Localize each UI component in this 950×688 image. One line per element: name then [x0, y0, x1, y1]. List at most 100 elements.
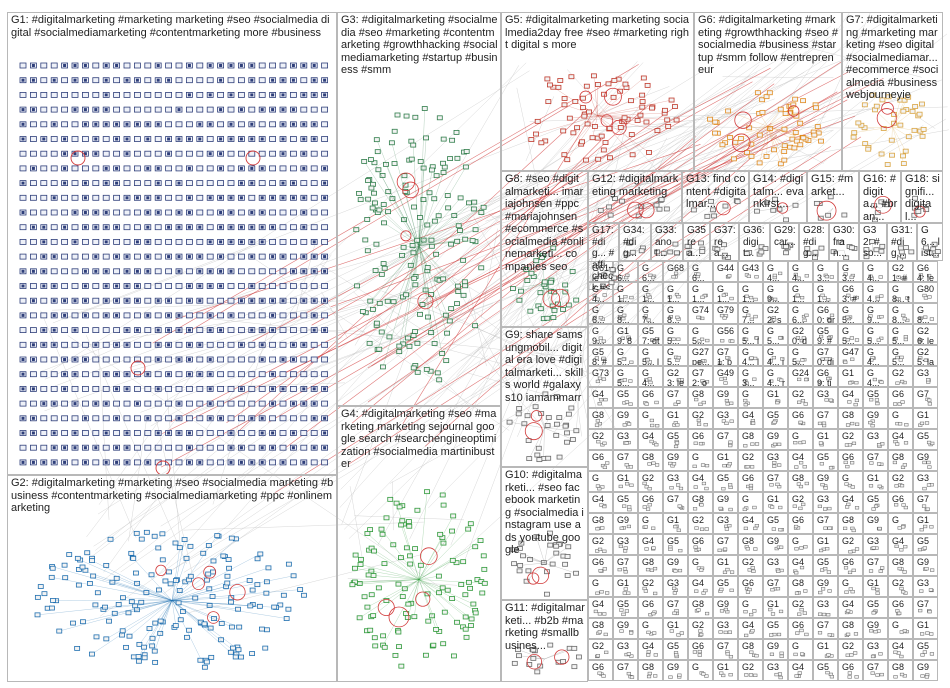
- node: [300, 77, 308, 84]
- node: [40, 150, 48, 157]
- node: [361, 594, 368, 600]
- node: [217, 385, 225, 392]
- node: [321, 136, 329, 142]
- node: [693, 441, 698, 445]
- node: [50, 62, 58, 69]
- node: [778, 528, 783, 532]
- node: [297, 587, 304, 592]
- node: [629, 152, 636, 158]
- group-panel-small: G8: [888, 450, 913, 471]
- group-label: G: [642, 410, 650, 420]
- node-avatar: [323, 78, 327, 82]
- node: [723, 630, 728, 635]
- node-avatar: [52, 255, 56, 259]
- group-panel-small: G5... un...: [888, 324, 913, 345]
- node: [61, 562, 68, 568]
- node: [698, 442, 704, 446]
- node-avatar: [115, 313, 119, 317]
- node: [818, 138, 824, 144]
- node: [82, 238, 89, 245]
- node-avatar: [187, 299, 191, 303]
- node: [134, 444, 141, 451]
- node: [723, 547, 728, 551]
- node: [717, 548, 722, 552]
- node: [279, 165, 287, 172]
- node-avatar: [125, 137, 129, 141]
- node: [828, 398, 833, 402]
- group-label: G5... se...: [692, 326, 705, 345]
- node-avatar: [125, 78, 129, 82]
- node: [290, 573, 297, 579]
- group-label: G57: gt: [642, 326, 660, 345]
- node: [50, 209, 58, 216]
- node: [248, 444, 256, 451]
- group-label: G8: [842, 515, 855, 525]
- node-avatar: [229, 122, 233, 126]
- group-panel-small: G6: [688, 429, 713, 450]
- node: [462, 283, 469, 289]
- node-avatar: [63, 313, 67, 317]
- group-panel-small: G9: [763, 429, 788, 450]
- group-label: G7: [667, 389, 680, 399]
- node: [321, 283, 329, 289]
- node: [225, 557, 232, 563]
- node: [374, 149, 381, 155]
- node: [92, 415, 100, 422]
- group-panel-small: G5... di...: [788, 345, 813, 366]
- group-label: G6: [642, 389, 655, 399]
- node: [175, 459, 183, 466]
- group-panel-small: G8: [588, 408, 613, 429]
- node: [619, 629, 624, 633]
- node: [310, 430, 318, 436]
- node-avatar: [219, 166, 223, 170]
- group-label: G6: [692, 641, 705, 651]
- node: [300, 312, 308, 319]
- node: [130, 654, 137, 660]
- group-label: G15: #market...: [811, 173, 854, 198]
- node: [798, 506, 803, 511]
- node-avatar: [198, 137, 202, 141]
- node: [227, 283, 235, 289]
- node: [701, 400, 706, 405]
- node: [300, 327, 308, 334]
- node: [408, 156, 415, 162]
- node: [748, 483, 754, 488]
- node: [279, 268, 287, 275]
- node: [75, 582, 82, 588]
- node: [779, 654, 784, 658]
- node-avatar: [125, 269, 129, 273]
- node-avatar: [250, 211, 254, 214]
- node: [258, 62, 266, 69]
- node: [763, 154, 770, 159]
- node: [639, 104, 646, 110]
- node: [48, 574, 55, 580]
- node: [605, 81, 612, 87]
- group-label: G6: [642, 494, 655, 504]
- node-avatar: [219, 240, 223, 244]
- group-panel-small: G6: [888, 492, 913, 513]
- node: [506, 419, 513, 425]
- node-avatar: [281, 122, 285, 126]
- node-avatar: [302, 255, 306, 259]
- group-panel-g8: G8: #seo #digitalmarketi... imariajohnse…: [501, 171, 588, 327]
- group-panel-small: G2: [688, 408, 713, 429]
- group-panel-small: G1... pl...: [638, 282, 663, 303]
- node: [113, 106, 120, 113]
- group-panel-small: G2: [688, 618, 713, 639]
- group-label: G4: [642, 536, 655, 546]
- node: [227, 356, 235, 363]
- node: [400, 244, 407, 250]
- node: [449, 528, 455, 534]
- node: [722, 464, 727, 468]
- node: [398, 522, 405, 528]
- node: [138, 536, 145, 542]
- node: [729, 401, 734, 405]
- node-avatar: [323, 269, 327, 273]
- node: [729, 419, 734, 423]
- node: [264, 627, 270, 633]
- node: [848, 587, 853, 591]
- node: [899, 654, 904, 659]
- node: [800, 399, 806, 403]
- node-avatar: [312, 93, 316, 97]
- group-panel-small: G3: [613, 639, 638, 660]
